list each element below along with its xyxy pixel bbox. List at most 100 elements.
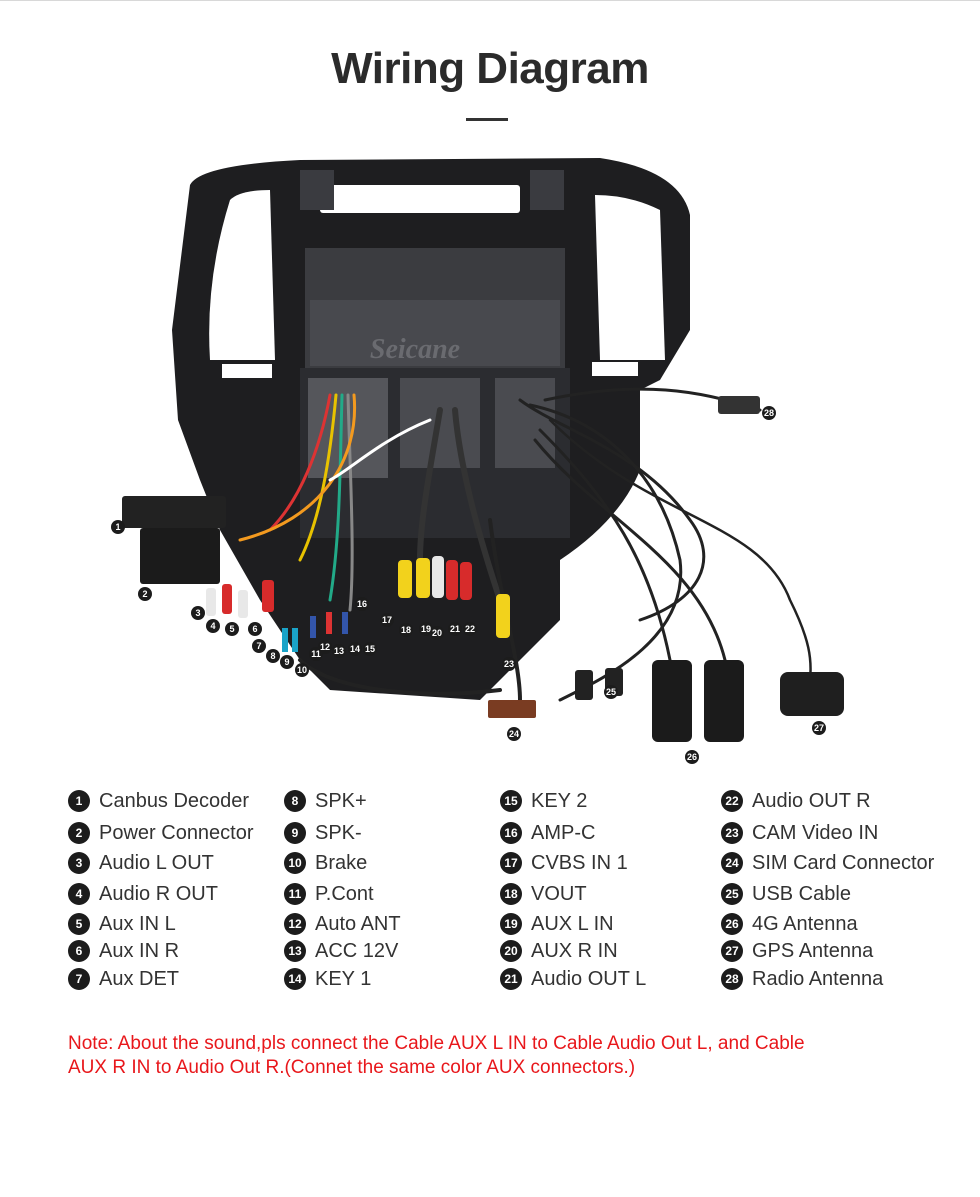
legend-label: Audio OUT L	[531, 967, 647, 990]
callout-number: 2	[142, 589, 147, 599]
legend-number-badge: 7	[68, 968, 90, 990]
legend-number-badge: 10	[284, 852, 306, 874]
callout-number: 1	[115, 522, 120, 532]
legend-label: AUX R IN	[531, 939, 618, 962]
callout-14: 14	[348, 642, 362, 656]
callout-number: 21	[450, 624, 460, 634]
legend-number-badge: 3	[68, 852, 90, 874]
legend-label: Aux DET	[99, 967, 180, 990]
legend-number-badge: 27	[721, 940, 743, 962]
legend-label: KEY 1	[315, 967, 372, 990]
callout-25: 25	[604, 685, 618, 699]
legend-label: SPK-	[315, 821, 362, 844]
callout-16: 16	[355, 597, 369, 611]
wiring-diagram: Seicane	[111, 158, 844, 764]
callout-23: 23	[502, 657, 516, 671]
legend-label: Audio OUT R	[752, 789, 871, 812]
callout-12: 12	[318, 640, 332, 654]
legend-item: 2 Power Connector	[68, 820, 254, 846]
legend-label: AUX L IN	[531, 912, 614, 935]
callout-number: 18	[401, 625, 411, 635]
legend-label: GPS Antenna	[752, 939, 874, 962]
callout-number: 23	[504, 659, 514, 669]
legend-item: 27 GPS Antenna	[721, 938, 873, 964]
callout-5: 5	[225, 622, 239, 636]
callout-7: 7	[252, 639, 266, 653]
legend-label: Audio R OUT	[99, 882, 218, 905]
legend-number-badge: 26	[721, 913, 743, 935]
rca-left-group	[206, 580, 274, 618]
legend-number-badge: 20	[500, 940, 522, 962]
legend-item: 8 SPK+	[284, 788, 367, 814]
legend-number-badge: 19	[500, 913, 522, 935]
legend-number-badge: 28	[721, 968, 743, 990]
legend-label: ACC 12V	[315, 939, 399, 962]
legend-item: 21 Audio OUT L	[500, 966, 646, 992]
callout-10: 10	[295, 663, 309, 677]
callout-number: 20	[432, 628, 442, 638]
legend-number-badge: 11	[284, 883, 306, 905]
legend-label: Auto ANT	[315, 912, 401, 935]
legend-label: VOUT	[531, 882, 587, 905]
callout-28: 28	[762, 406, 776, 420]
legend-number-badge: 22	[721, 790, 743, 812]
legend-label: 4G Antenna	[752, 912, 858, 935]
legend-number-badge: 13	[284, 940, 306, 962]
legend-number-badge: 4	[68, 883, 90, 905]
callout-2: 2	[138, 587, 152, 601]
legend-item: 3 Audio L OUT	[68, 850, 214, 876]
legend-label: Canbus Decoder	[99, 789, 250, 812]
legend-number-badge: 21	[500, 968, 522, 990]
legend-label: AMP-C	[531, 821, 596, 844]
callout-number: 17	[382, 615, 392, 625]
callout-number: 25	[606, 687, 616, 697]
legend-number-badge: 24	[721, 852, 743, 874]
callout-19: 19	[419, 622, 433, 636]
legend-item: 4 Audio R OUT	[68, 881, 218, 907]
callout-number: 10	[297, 665, 307, 675]
legend-number-badge: 8	[284, 790, 306, 812]
legend-item: 7 Aux DET	[68, 966, 179, 992]
legend-item: 13 ACC 12V	[284, 938, 398, 964]
callout-3: 3	[191, 606, 205, 620]
legend-number-badge: 1	[68, 790, 90, 812]
legend-label: SPK+	[315, 789, 367, 812]
note-text: Note: About the sound,pls connect the Ca…	[68, 1032, 928, 1080]
callout-number: 12	[320, 642, 330, 652]
callout-number: 16	[357, 599, 367, 609]
callout-number: 3	[195, 608, 200, 618]
legend-item: 20 AUX R IN	[500, 938, 618, 964]
callout-number: 27	[814, 723, 824, 733]
legend-number-badge: 2	[68, 822, 90, 844]
legend-label: Power Connector	[99, 821, 254, 844]
callout-number: 28	[764, 408, 774, 418]
legend-label: CVBS IN 1	[531, 851, 628, 874]
callout-20: 20	[430, 626, 444, 640]
callout-1: 1	[111, 520, 125, 534]
legend-label: USB Cable	[752, 882, 851, 905]
legend-number-badge: 6	[68, 940, 90, 962]
legend-number-badge: 23	[721, 822, 743, 844]
seicane-watermark: Seicane	[370, 334, 460, 365]
note-line-2: AUX R IN to Audio Out R.(Connet the same…	[68, 1057, 636, 1078]
legend-number-badge: 16	[500, 822, 522, 844]
legend: 1 Canbus Decoder 2 Power Connector 3 Audio L …	[0, 784, 980, 994]
legend-label: CAM Video IN	[752, 821, 879, 844]
callout-4: 4	[206, 619, 220, 633]
callout-number: 4	[210, 621, 215, 631]
legend-item: 26 4G Antenna	[721, 911, 858, 937]
legend-number-badge: 9	[284, 822, 306, 844]
legend-number-badge: 5	[68, 913, 90, 935]
callout-number: 7	[256, 641, 261, 651]
top-divider	[0, 0, 980, 1]
legend-label: Audio L OUT	[99, 851, 214, 874]
